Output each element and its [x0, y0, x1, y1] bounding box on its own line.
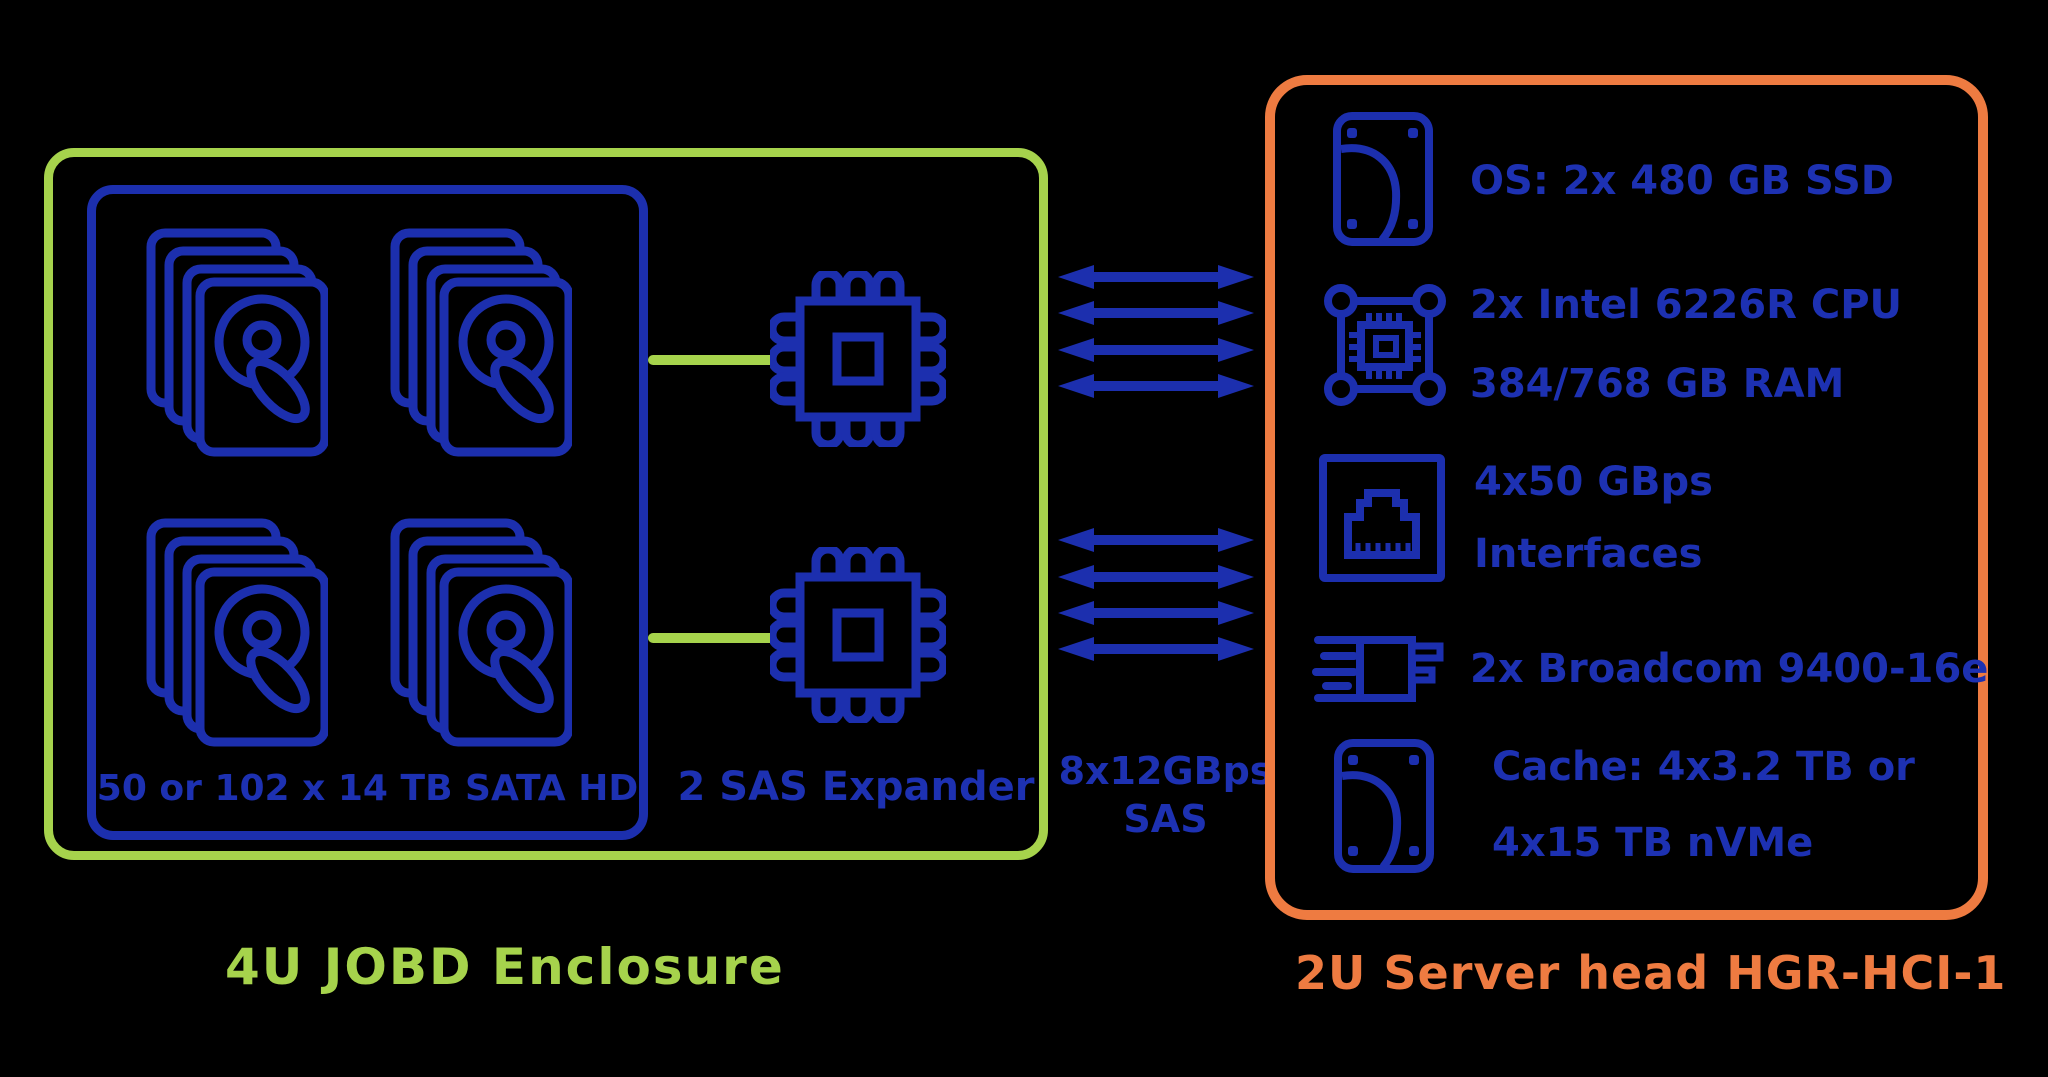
sas-link-arrow: [1058, 601, 1254, 625]
hdd-stack-icon: [146, 518, 328, 747]
server-head-box: [1265, 75, 1988, 920]
expander-link-line: [648, 355, 776, 365]
sas-link-label: 8x12GBps SAS: [1058, 748, 1273, 843]
sas-link-label-line2: SAS: [1123, 796, 1208, 841]
cpu-icon: [1324, 284, 1446, 406]
expander-link-line: [648, 633, 776, 643]
sas-link-label-line1: 8x12GBps: [1058, 749, 1273, 793]
sas-expander-chip-icon: [770, 547, 946, 723]
spec-os-ssd: OS: 2x 480 GB SSD: [1470, 158, 1894, 204]
hdd-stack-icon: [390, 518, 572, 747]
hdd-stack-icon: [390, 228, 572, 457]
spec-cpu: 2x Intel 6226R CPU: [1470, 282, 1903, 328]
spec-interfaces-speed: 4x50 GBps: [1474, 459, 1713, 505]
sas-link-arrow: [1058, 338, 1254, 362]
hba-card-icon: [1312, 636, 1444, 702]
ssd-icon: [1333, 112, 1433, 246]
sas-link-arrow: [1058, 528, 1254, 552]
sas-link-arrow: [1058, 265, 1254, 289]
sas-expander-label: 2 SAS Expander: [677, 764, 1035, 810]
sas-expander-chip-icon: [770, 271, 946, 447]
nvme-cache-icon: [1334, 739, 1434, 873]
spec-cache-1: Cache: 4x3.2 TB or: [1492, 744, 1915, 790]
spec-cache-2: 4x15 TB nVMe: [1492, 820, 1814, 866]
spec-hba: 2x Broadcom 9400-16e: [1470, 646, 1989, 692]
spec-ram: 384/768 GB RAM: [1470, 361, 1845, 407]
sas-link-arrow: [1058, 374, 1254, 398]
server-head-caption: 2U Server head HGR-HCI-1: [1295, 946, 2007, 1000]
drive-shelf-box: [87, 185, 648, 840]
jbod-enclosure-caption: 4U JOBD Enclosure: [225, 938, 785, 996]
drive-shelf-label: 50 or 102 x 14 TB SATA HD: [96, 768, 639, 809]
hdd-stack-icon: [146, 228, 328, 457]
spec-interfaces: Interfaces: [1474, 531, 1703, 577]
sas-link-arrow: [1058, 301, 1254, 325]
sas-link-arrow: [1058, 637, 1254, 661]
jbod-enclosure-box: [44, 148, 1048, 860]
ethernet-port-icon: [1319, 454, 1445, 582]
sas-link-arrow: [1058, 565, 1254, 589]
